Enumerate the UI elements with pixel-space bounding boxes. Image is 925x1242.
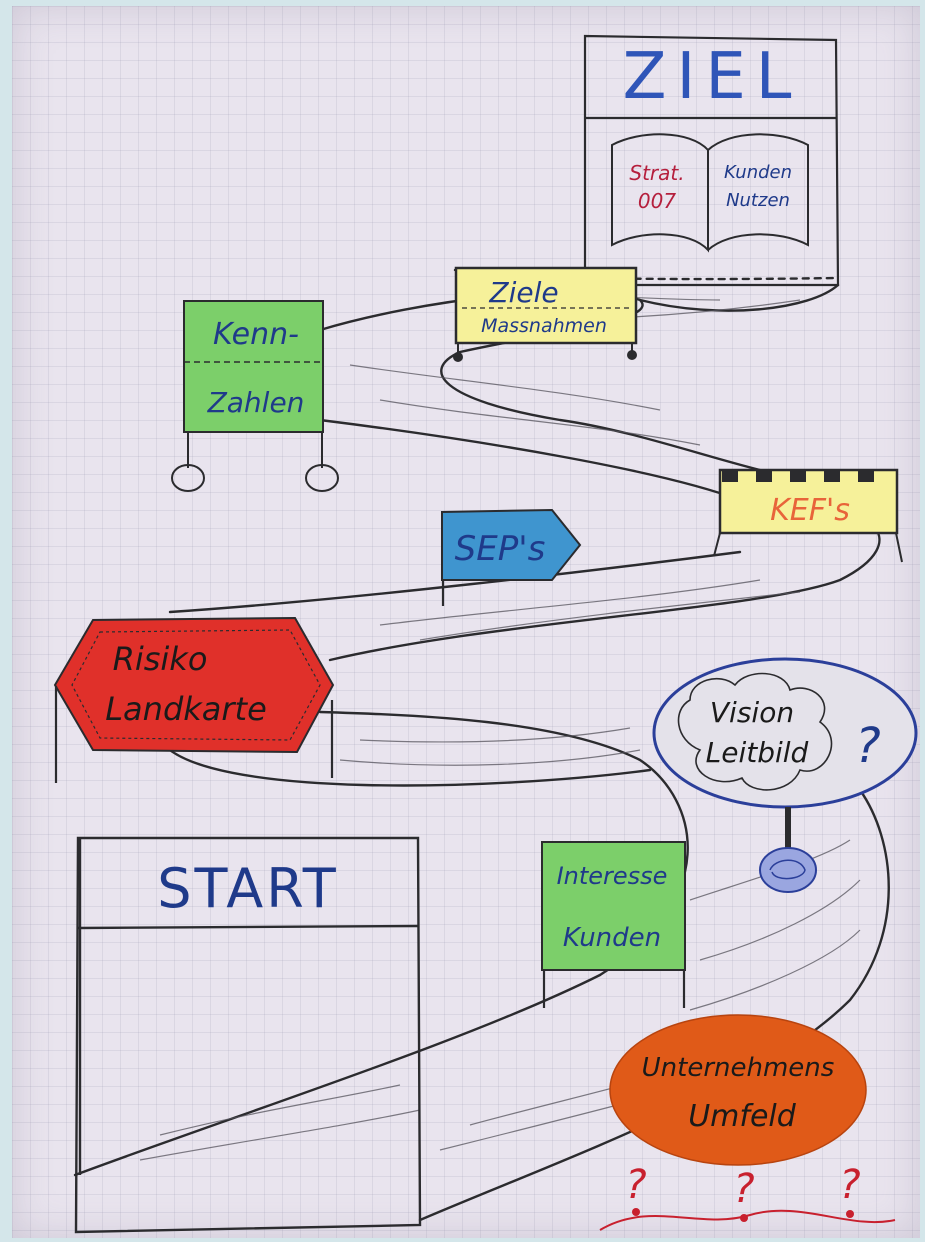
sign-kennzahlen-line-2: Zahlen bbox=[207, 386, 305, 419]
sign-kefs-label: KEF's bbox=[770, 493, 850, 528]
sign-umfeld-line-1: Unternehmens bbox=[642, 1053, 835, 1083]
umfeld-question-2: ? bbox=[733, 1166, 754, 1212]
sign-unternehmens-umfeld bbox=[609, 1014, 867, 1166]
start-title: START bbox=[157, 857, 339, 920]
book-right-line-2: Nutzen bbox=[726, 190, 790, 211]
sign-ziele-line-2: Massnahmen bbox=[481, 315, 607, 337]
goal-box: ZIEL bbox=[583, 34, 840, 287]
sign-umfeld-line-2: Umfeld bbox=[688, 1099, 797, 1134]
flipchart-paper bbox=[12, 6, 920, 1238]
umfeld-question-3: ? bbox=[839, 1162, 860, 1208]
sign-risiko-landkarte bbox=[53, 616, 335, 783]
sign-risiko-line-1: Risiko bbox=[113, 640, 208, 678]
sign-risiko-line-2: Landkarte bbox=[105, 690, 267, 728]
sign-interesse-line-1: Interesse bbox=[557, 862, 668, 890]
sign-seps bbox=[441, 508, 582, 606]
sign-interesse-line-2: Kunden bbox=[563, 923, 661, 953]
start-box bbox=[74, 836, 422, 1234]
book-left-line-1: Strat. bbox=[629, 161, 684, 185]
goal-title: ZIEL bbox=[623, 40, 802, 114]
sign-interesse-kunden bbox=[541, 841, 686, 1008]
sign-vision-line-2: Leitbild bbox=[706, 736, 809, 769]
sign-ziele-line-1: Ziele bbox=[488, 276, 558, 309]
sign-kennzahlen-line-1: Kenn- bbox=[213, 317, 299, 352]
sign-kefs bbox=[713, 468, 903, 563]
sign-vision-leitbild bbox=[652, 657, 918, 893]
book-icon bbox=[611, 133, 809, 253]
sign-vision-line-1: Vision bbox=[710, 696, 794, 729]
sign-seps-label: SEP's bbox=[455, 529, 546, 569]
umfeld-question-marks bbox=[599, 1208, 896, 1231]
book-left-line-2: 007 bbox=[638, 189, 676, 213]
vision-question-mark: ? bbox=[855, 718, 880, 774]
umfeld-question-1: ? bbox=[625, 1162, 646, 1208]
sign-kennzahlen bbox=[171, 300, 339, 492]
book-right-line-1: Kunden bbox=[724, 162, 792, 183]
sign-ziele-massnahmen bbox=[453, 266, 638, 362]
